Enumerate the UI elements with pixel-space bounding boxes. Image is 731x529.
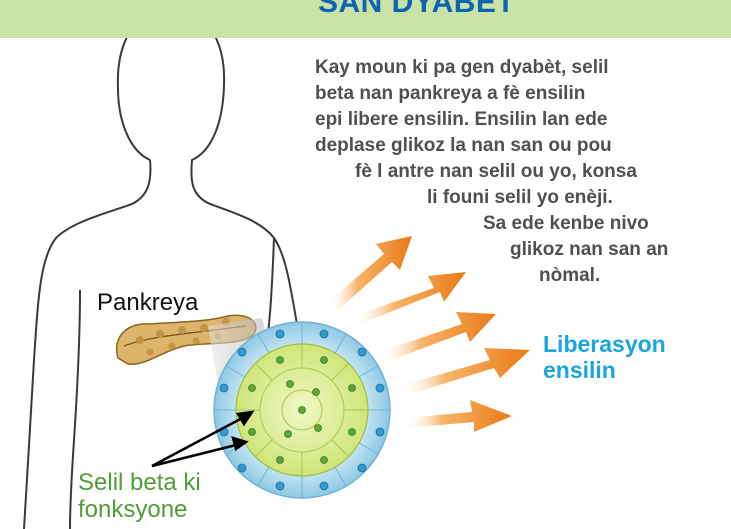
beta-cell-cluster bbox=[213, 321, 391, 499]
insulin-arrows bbox=[328, 236, 530, 432]
insulin-release-label-line1: Liberasyon bbox=[543, 331, 666, 357]
description-line: fè l antre nan selil ou yo, konsa bbox=[355, 161, 637, 182]
beta-cells-label: Selil beta ki fonksyone bbox=[78, 469, 201, 523]
arrow-4 bbox=[400, 348, 530, 396]
description-line: nòmal. bbox=[539, 265, 601, 286]
page-title: SAN DYABÈT bbox=[318, 0, 516, 19]
description-line: Kay moun ki pa gen dyabèt, selil bbox=[315, 57, 609, 78]
beta-cells-label-line1: Selil beta ki bbox=[78, 469, 201, 496]
beta-cells-label-line2: fonksyone bbox=[78, 496, 188, 523]
arrow-2 bbox=[354, 272, 466, 324]
insulin-release-label: Liberasyon ensilin bbox=[543, 331, 666, 383]
description-line: epi libere ensilin. Ensilin lan ede bbox=[315, 109, 608, 130]
arrow-3 bbox=[380, 312, 496, 362]
arrow-1 bbox=[328, 236, 412, 310]
arrow-5 bbox=[404, 400, 512, 432]
description-line: beta nan pankreya a fè ensilin bbox=[315, 83, 586, 104]
title-banner: SAN DYABÈT bbox=[0, 0, 731, 38]
insulin-release-label-line2: ensilin bbox=[543, 357, 616, 383]
beta-pointer-arrows bbox=[151, 410, 255, 468]
arm-inner-left bbox=[69, 289, 81, 529]
description-line: glikoz nan san an bbox=[510, 239, 669, 260]
description-line: deplase glikoz la nan san ou pou bbox=[315, 135, 612, 156]
description-line: Sa ede kenbe nivo bbox=[483, 213, 649, 234]
description-line: li founi selil yo enèji. bbox=[427, 187, 613, 208]
pancreas-label: Pankreya bbox=[97, 289, 199, 316]
